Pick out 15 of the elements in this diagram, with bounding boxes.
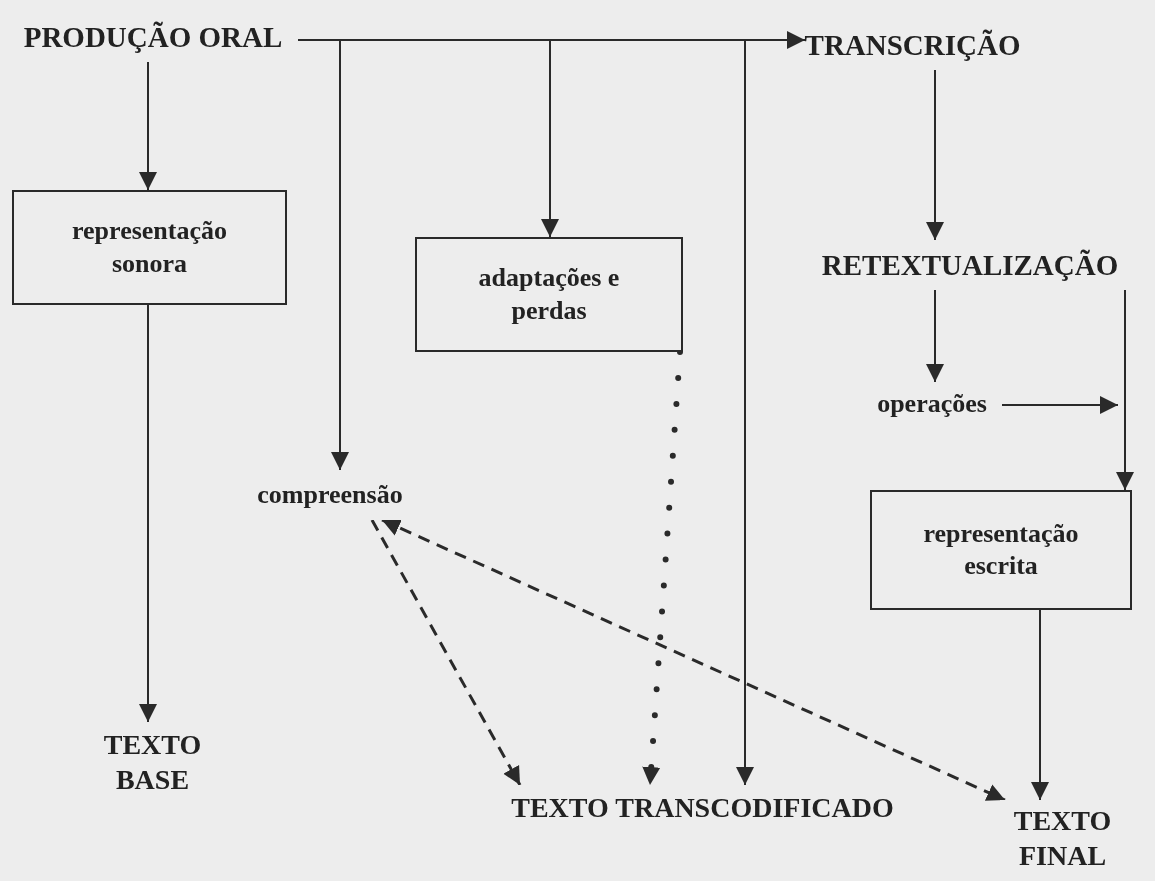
process-box [12, 190, 287, 305]
process-box [870, 490, 1132, 610]
dashed-arrow [370, 519, 522, 786]
box-label: representação escrita [922, 517, 1080, 582]
arrow [1116, 289, 1134, 491]
box-label: adaptações e perdas [477, 262, 621, 327]
arrow [139, 304, 157, 723]
arrow [1031, 609, 1049, 801]
process-box [415, 237, 683, 352]
dashed-arrow [381, 518, 1006, 802]
arrow [1001, 396, 1119, 414]
arrow [926, 69, 944, 241]
arrow [926, 289, 944, 383]
box-label: representação sonora [71, 215, 228, 280]
arrow [139, 61, 157, 191]
